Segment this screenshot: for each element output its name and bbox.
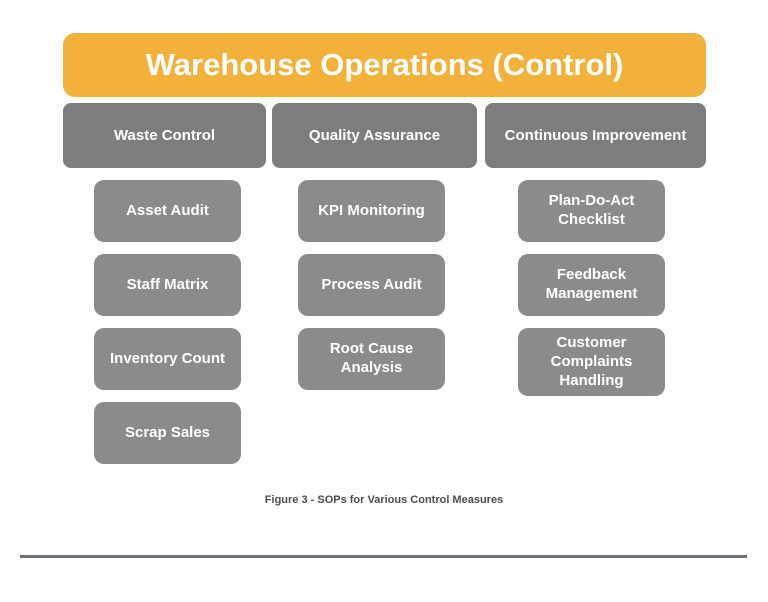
node-label: KPI Monitoring xyxy=(318,201,425,219)
column-header-continuous-improvement: Continuous Improvement xyxy=(485,103,706,168)
node-label: Process Audit xyxy=(321,275,422,293)
continuous-improvement-items: Plan-Do-Act Checklist Feedback Managemen… xyxy=(518,180,665,397)
column-header-waste-control: Waste Control xyxy=(63,103,266,168)
column-header-label: Quality Assurance xyxy=(308,127,441,144)
node-inventory-count: Inventory Count xyxy=(94,328,241,390)
node-label: Customer Complaints Handling xyxy=(550,334,633,389)
node-label: Staff Matrix xyxy=(126,275,209,293)
node-feedback-management: Feedback Management xyxy=(518,254,665,316)
column-header-quality-assurance: Quality Assurance xyxy=(272,103,477,168)
waste-control-items: Asset Audit Staff Matrix Inventory Count… xyxy=(94,180,241,464)
figure-caption: Figure 3 - SOPs for Various Control Meas… xyxy=(264,494,504,506)
node-staff-matrix: Staff Matrix xyxy=(94,254,241,316)
node-asset-audit: Asset Audit xyxy=(94,180,241,242)
node-process-audit: Process Audit xyxy=(298,254,445,316)
title-banner: Warehouse Operations (Control) xyxy=(63,33,706,97)
node-label: Plan-Do-Act Checklist xyxy=(548,192,635,228)
column-header-label: Waste Control xyxy=(113,127,216,144)
divider-line xyxy=(20,555,747,558)
diagram-title: Warehouse Operations (Control) xyxy=(145,47,624,82)
node-scrap-sales: Scrap Sales xyxy=(94,402,241,464)
node-root-cause-analysis: Root Cause Analysis xyxy=(298,328,445,390)
node-label: Feedback Management xyxy=(545,266,638,302)
node-plan-do-act-checklist: Plan-Do-Act Checklist xyxy=(518,180,665,242)
column-header-label: Continuous Improvement xyxy=(504,127,687,144)
quality-assurance-items: KPI Monitoring Process Audit Root Cause … xyxy=(298,180,445,390)
node-label: Scrap Sales xyxy=(124,423,211,441)
node-label: Root Cause Analysis xyxy=(329,340,414,376)
node-customer-complaints-handling: Customer Complaints Handling xyxy=(518,328,665,397)
node-kpi-monitoring: KPI Monitoring xyxy=(298,180,445,242)
node-label: Inventory Count xyxy=(110,349,225,367)
node-label: Asset Audit xyxy=(126,201,209,219)
